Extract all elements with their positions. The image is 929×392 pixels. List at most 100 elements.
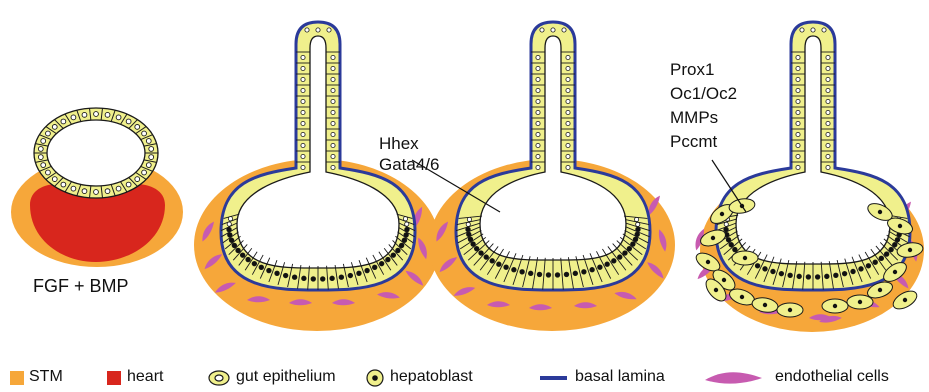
- hepatoblast-nucleus: [590, 267, 595, 272]
- hepatoblast-nucleus: [873, 260, 878, 265]
- hepatoblast-nucleus: [528, 271, 533, 276]
- hepatoblast-nucleus: [743, 256, 747, 260]
- hepatoblast-nucleus: [252, 261, 257, 266]
- epithelial-cell-nucleus: [331, 66, 335, 70]
- epithelial-cell-nucleus: [826, 154, 830, 158]
- legend: STM heart gut epithelium hepatoblast bas…: [0, 366, 929, 390]
- epithelial-cell-nucleus: [82, 112, 87, 117]
- hepatoblast-nucleus: [537, 272, 542, 277]
- hepatoblast-nucleus: [479, 251, 484, 256]
- epithelial-cell-nucleus: [228, 217, 232, 221]
- epithelial-cell-nucleus: [301, 165, 305, 169]
- epithelial-cell-nucleus: [796, 88, 800, 92]
- stage-3-gut-tube: [456, 22, 650, 290]
- hepatoblast-nucleus: [623, 251, 628, 256]
- epithelial-cell-nucleus: [331, 132, 335, 136]
- hepatoblast-nucleus: [892, 242, 897, 247]
- hepatoblast-nucleus: [722, 278, 726, 282]
- epithelial-cell-nucleus: [126, 119, 131, 124]
- epithelial-cell-nucleus: [301, 99, 305, 103]
- epithelial-cell-nucleus: [826, 55, 830, 59]
- epithelial-cell-nucleus: [800, 28, 804, 32]
- epithelial-cell-nucleus: [796, 132, 800, 136]
- epithelial-cell-nucleus: [634, 217, 638, 221]
- legend-stm: STM: [29, 366, 63, 388]
- epithelial-cell-nucleus: [566, 121, 570, 125]
- gut-tube-lumen: [736, 36, 890, 264]
- hepatoblast-nucleus: [365, 268, 370, 273]
- hepatoblast-nucleus: [797, 274, 802, 279]
- epithelial-cell-nucleus: [38, 147, 43, 152]
- epithelial-cell-nucleus: [566, 55, 570, 59]
- hepatoblast-nucleus: [236, 248, 241, 253]
- hepatoblast-nucleus: [396, 248, 401, 253]
- epithelial-cell-nucleus: [536, 132, 540, 136]
- hepatoblast-nucleus: [379, 261, 384, 266]
- epithelial-cell-nucleus: [796, 165, 800, 169]
- hepatoblast-nucleus: [755, 263, 760, 268]
- legend-endothelial-cells: endothelial cells: [775, 366, 889, 388]
- hepatoblast-nucleus: [878, 210, 882, 214]
- epithelial-cell-nucleus: [796, 99, 800, 103]
- epithelial-cell-nucleus: [116, 186, 121, 191]
- epithelial-cell-nucleus: [142, 131, 147, 136]
- legend-gut-epithelium-label: gut epithelium: [236, 368, 336, 386]
- stage-2-diagram: [194, 22, 440, 331]
- hepatoblast-nucleus: [386, 257, 391, 262]
- epithelial-cell-nucleus: [301, 154, 305, 158]
- epithelial-cell-nucleus: [536, 55, 540, 59]
- epithelial-cell-nucleus: [82, 189, 87, 194]
- epithelial-cell-nucleus: [316, 28, 320, 32]
- epithelial-cell-nucleus: [331, 165, 335, 169]
- epithelial-cell-nucleus: [105, 112, 110, 117]
- epithelial-cell-nucleus: [61, 119, 66, 124]
- epithelial-cell-nucleus: [135, 125, 140, 130]
- epithelial-cell-nucleus: [796, 77, 800, 81]
- hepatoblast-nucleus: [815, 275, 820, 280]
- hepatoblast-nucleus: [564, 272, 569, 277]
- epithelial-cell-nucleus: [46, 131, 51, 136]
- epithelial-cell-nucleus: [466, 222, 470, 226]
- epithelial-cell-nucleus: [796, 110, 800, 114]
- stage-3-diagram: [412, 22, 675, 331]
- epithelial-cell-nucleus: [301, 132, 305, 136]
- hepatoblast-nucleus: [631, 242, 636, 247]
- hepatoblast-nucleus: [283, 273, 288, 278]
- hepatoblast-nucleus: [512, 267, 517, 272]
- epithelial-cell-nucleus: [41, 139, 46, 144]
- legend-heart: heart: [127, 366, 163, 388]
- epithelial-cell-nucleus: [724, 222, 728, 226]
- hepatoblast-nucleus: [267, 268, 272, 273]
- epithelial-cell-nucleus: [566, 77, 570, 81]
- hepatoblast-nucleus: [339, 275, 344, 280]
- hepatoblast-nucleus: [357, 271, 362, 276]
- epithelial-cell-nucleus: [826, 99, 830, 103]
- epithelial-cell-nucleus: [536, 165, 540, 169]
- hepatoblast-nucleus: [859, 267, 864, 272]
- hepatoblast-nucleus: [763, 303, 767, 307]
- stage-1-lumen: [47, 120, 145, 186]
- epithelial-cell-nucleus: [811, 28, 815, 32]
- hepatoblast-nucleus: [404, 233, 409, 238]
- epithelial-cell-nucleus: [536, 143, 540, 147]
- epithelial-cell-nucleus: [826, 88, 830, 92]
- hepatoblast-nucleus: [851, 269, 856, 274]
- epithelial-cell-nucleus: [94, 112, 99, 117]
- hepatoblast-nucleus: [889, 247, 894, 252]
- hepatoblast-nucleus: [504, 265, 509, 270]
- hepatoblast-nucleus: [573, 271, 578, 276]
- hepatoblast-nucleus: [858, 300, 862, 304]
- epithelial-cell-nucleus: [146, 163, 151, 168]
- hepatoblast-nucleus: [866, 263, 871, 268]
- hepatoblast-nucleus: [292, 275, 297, 280]
- epithelial-cell-nucleus: [305, 28, 309, 32]
- epithelial-cell-nucleus: [105, 189, 110, 194]
- epithelial-cell-nucleus: [536, 154, 540, 158]
- legend-basal-lamina-label: basal lamina: [575, 368, 665, 386]
- hepatoblast-nucleus: [627, 246, 632, 251]
- gut-tube-lumen: [237, 36, 399, 268]
- epithelial-cell-nucleus: [126, 182, 131, 187]
- epithelial-cell-nucleus: [52, 177, 57, 182]
- epithelial-cell-nucleus: [562, 28, 566, 32]
